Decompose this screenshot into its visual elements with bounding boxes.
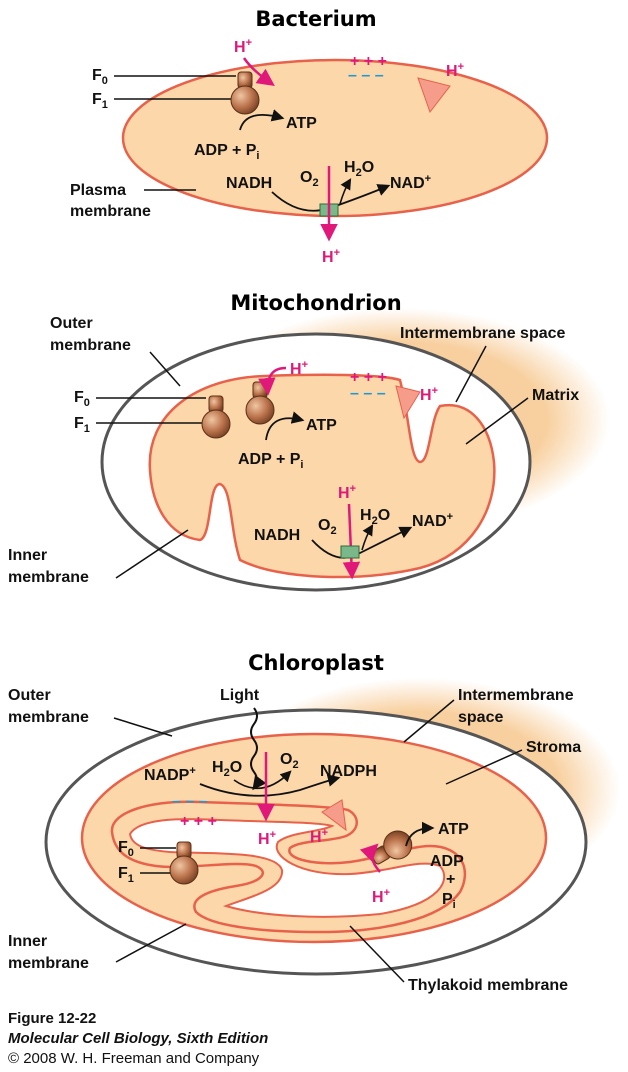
mitochondrion-positive-charges: + + + bbox=[350, 369, 387, 386]
bacterium-atp-label: ATP bbox=[286, 115, 317, 132]
bacterium-h2o-label: H2O bbox=[344, 159, 374, 179]
chloroplast-adp-label: ADP bbox=[430, 853, 464, 870]
bacterium-o2-label: O2 bbox=[300, 169, 319, 189]
mitochondrion-o2-label: O2 bbox=[318, 517, 337, 537]
mitochondrion-nadh-label: NADH bbox=[254, 527, 300, 544]
chloroplast-panel: Chloroplast Outer membrane Light Interme… bbox=[8, 651, 620, 994]
bacterium-nad-label: NAD+ bbox=[390, 173, 431, 192]
mitochondrion-f1-label: F1 bbox=[74, 415, 90, 435]
bacterium-title: Bacterium bbox=[255, 7, 376, 31]
bacterium-f0-label: F0 bbox=[92, 67, 108, 87]
chloroplast-thylakoid-lumen bbox=[128, 818, 446, 918]
mitochondrion-inner-membrane-shape bbox=[148, 373, 496, 579]
chloroplast-outer-leader bbox=[113, 717, 173, 737]
chloroplast-outer-membrane-label: membrane bbox=[8, 709, 89, 726]
chloroplast-inner-membrane-label: membrane bbox=[8, 955, 89, 972]
mitochondrion-matrix-leader bbox=[465, 397, 529, 445]
chloroplast-h-plus-center: H+ bbox=[258, 829, 276, 848]
mitochondrion-negative-charges: – – – bbox=[350, 385, 386, 402]
bacterium-h-plus-bottom: H+ bbox=[322, 247, 340, 266]
chloroplast-atp-arrow bbox=[405, 821, 435, 847]
caption-figure-number: Figure 12-22 bbox=[8, 1010, 97, 1027]
bacterium-negative-charges: – – – bbox=[348, 67, 384, 84]
chloroplast-stroma-label: Stroma bbox=[526, 739, 581, 756]
caption-book-title: Molecular Cell Biology, Sixth Edition bbox=[8, 1030, 269, 1047]
chloroplast-nadph-label: NADPH bbox=[320, 763, 377, 780]
chloroplast-light-label: Light bbox=[220, 687, 260, 704]
mitochondrion-adp-label: ADP + Pi bbox=[238, 451, 303, 471]
chloroplast-thylakoid-leader bbox=[349, 925, 405, 983]
mitochondrion-h2o-arrow bbox=[361, 524, 374, 551]
mitochondrion-h-plus-middle: H+ bbox=[338, 483, 356, 502]
mitochondrion-panel: Mitochondrion Outer membrane Intermembra… bbox=[8, 291, 610, 592]
bacterium-panel: Bacterium F0 F1 H+ ATP ADP + Pi + + + – … bbox=[70, 7, 549, 266]
chloroplast-f0-label: F0 bbox=[118, 839, 134, 859]
chloroplast-plus-sign: + bbox=[446, 871, 455, 888]
bacterium-positive-charges: + + + bbox=[350, 53, 387, 70]
bacterium-gradient-wedge bbox=[417, 77, 451, 114]
mitochondrion-outer-membrane-label: membrane bbox=[50, 337, 131, 354]
mitochondrion-proton-in-arrow bbox=[258, 366, 287, 396]
mitochondrion-inner-leader bbox=[115, 529, 189, 579]
chloroplast-f1-label: F1 bbox=[118, 865, 134, 885]
mitochondrion-inner-membrane-label: membrane bbox=[8, 569, 89, 586]
chloroplast-h-plus-wedge: H+ bbox=[310, 827, 328, 846]
mitochondrion-outer-label: Outer bbox=[50, 315, 93, 332]
bacterium-nadh-label: NADH bbox=[226, 175, 272, 192]
chloroplast-proton-synthase-arrow bbox=[359, 843, 381, 873]
mitochondrion-electron-complex bbox=[340, 545, 360, 559]
mitochondrion-intermembrane-leader bbox=[455, 345, 487, 403]
mitochondrion-proton-out-arrow bbox=[342, 503, 361, 580]
bacterium-atp-arrow bbox=[239, 109, 285, 131]
bacterium-proton-in-arrow bbox=[242, 57, 275, 87]
chloroplast-inner-label: Inner bbox=[8, 933, 47, 950]
mitochondrion-f0-label: F0 bbox=[74, 389, 90, 409]
mitochondrion-h-plus-top: H+ bbox=[290, 359, 308, 378]
chloroplast-h2o-label: H2O bbox=[212, 759, 242, 779]
mitochondrion-intermembrane-label: Intermembrane space bbox=[400, 325, 566, 342]
chloroplast-negative-charges: – – – bbox=[172, 793, 208, 810]
chloroplast-inner-leader bbox=[115, 923, 187, 963]
mitochondrion-outer-leader bbox=[149, 351, 181, 387]
chloroplast-space-label: space bbox=[458, 709, 503, 726]
chloroplast-title: Chloroplast bbox=[248, 651, 384, 675]
chloroplast-pi-label: Pi bbox=[442, 891, 456, 911]
bacterium-cell bbox=[121, 58, 549, 218]
mitochondrion-nad-label: NAD+ bbox=[412, 511, 453, 530]
mitochondrion-atp-label: ATP bbox=[306, 417, 337, 434]
bacterium-h-plus-right: H+ bbox=[446, 61, 464, 80]
mitochondrion-h-plus-right: H+ bbox=[420, 385, 438, 404]
mitochondrion-matrix-label: Matrix bbox=[532, 387, 579, 404]
mitochondrion-atp-arrow bbox=[265, 411, 305, 441]
bacterium-h-plus-top: H+ bbox=[234, 37, 252, 56]
chloroplast-thylakoid-label: Thylakoid membrane bbox=[408, 977, 568, 994]
chloroplast-stroma-leader bbox=[445, 749, 523, 785]
chloroplast-nadp-arrow bbox=[199, 774, 341, 797]
mitochondrion-h2o-label: H2O bbox=[360, 507, 390, 527]
chloroplast-positive-charges: + + + bbox=[180, 813, 217, 830]
chloroplast-nadp-label: NADP+ bbox=[144, 765, 196, 784]
mitochondrion-inner-label: Inner bbox=[8, 547, 47, 564]
chloroplast-o2-label: O2 bbox=[280, 751, 299, 771]
chloroplast-gradient-wedge bbox=[321, 799, 347, 832]
mitochondrion-gradient-wedge bbox=[395, 385, 421, 420]
chloroplast-h-plus-synthase: H+ bbox=[372, 887, 390, 906]
bacterium-adp-label: ADP + Pi bbox=[194, 142, 259, 162]
chloroplast-light-wave bbox=[250, 707, 267, 791]
chloroplast-atp-label: ATP bbox=[438, 821, 469, 838]
caption-copyright: © 2008 W. H. Freeman and Company bbox=[8, 1050, 260, 1067]
chloroplast-outer-label: Outer bbox=[8, 687, 51, 704]
chloroplast-water-split-arrow bbox=[233, 770, 292, 790]
chloroplast-intermembrane-leader bbox=[403, 699, 455, 743]
bacterium-h2o-arrow bbox=[339, 178, 352, 205]
bacterium-membrane-label: membrane bbox=[70, 203, 151, 220]
chloroplast-intermembrane-label: Intermembrane bbox=[458, 687, 574, 704]
bacterium-f1-label: F1 bbox=[92, 91, 108, 111]
bacterium-plasma-label: Plasma bbox=[70, 182, 126, 199]
